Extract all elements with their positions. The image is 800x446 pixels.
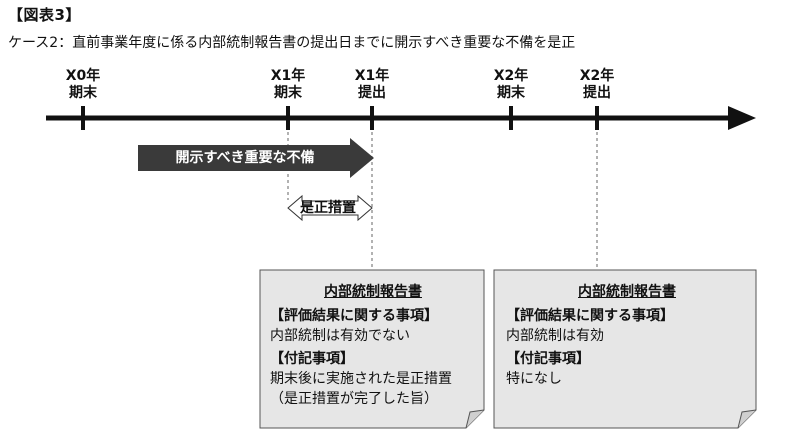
report-box-1-fold bbox=[465, 409, 485, 429]
timeline-arrowhead bbox=[728, 106, 756, 130]
tick-label-x1-end: X1年 期末 bbox=[271, 68, 306, 102]
notes-section-header: 【付記事項】 bbox=[270, 351, 354, 367]
report-title: 内部統制報告書 bbox=[578, 284, 676, 300]
report-box-2-fold bbox=[737, 409, 757, 429]
deficiency-arrow bbox=[138, 138, 374, 178]
report-1-content: 内部統制報告書 【評価結果に関する事項】 内部統制は有効でない 【付記事項】 期… bbox=[270, 282, 476, 409]
tick-event: 提出 bbox=[582, 85, 611, 101]
tick-label-x2-submit: X2年 提出 bbox=[580, 68, 615, 102]
tick-label-x1-submit: X1年 提出 bbox=[355, 68, 390, 102]
figure-subtitle: ケース2：直前事業年度に係る内部統制報告書の提出日までに開示すべき重要な不備を是… bbox=[8, 35, 576, 51]
figure-title: 【図表3】 bbox=[8, 6, 81, 24]
tick-label-x2-end: X2年 期末 bbox=[494, 68, 529, 102]
remediation-arrow bbox=[287, 194, 373, 222]
tick-label-x0-end: X0年 期末 bbox=[66, 68, 101, 102]
tick-x2-end bbox=[509, 106, 513, 130]
tick-x2-submit bbox=[595, 106, 599, 130]
tick-year: X2年 bbox=[579, 68, 615, 84]
tick-event: 期末 bbox=[496, 85, 525, 101]
tick-event: 期末 bbox=[273, 85, 302, 101]
tick-x1-end bbox=[286, 106, 290, 130]
report-2-content: 内部統制報告書 【評価結果に関する事項】 内部統制は有効 【付記事項】 特になし bbox=[506, 282, 748, 389]
remediation-arrow-label: 是正措置 bbox=[300, 200, 356, 216]
tick-year: X1年 bbox=[354, 68, 390, 84]
notes-section-header: 【付記事項】 bbox=[506, 351, 590, 367]
notes-line: 特になし bbox=[506, 371, 562, 387]
tick-x0-end bbox=[81, 106, 85, 130]
eval-result-text: 内部統制は有効 bbox=[506, 328, 604, 344]
notes-line: 期末後に実施された是正措置 bbox=[270, 371, 452, 387]
tick-year: X2年 bbox=[493, 68, 529, 84]
eval-result-text: 内部統制は有効でない bbox=[270, 328, 410, 344]
eval-section-header: 【評価結果に関する事項】 bbox=[506, 308, 674, 324]
report-title: 内部統制報告書 bbox=[324, 284, 422, 300]
notes-line: （是正措置が完了した旨） bbox=[270, 391, 438, 407]
tick-x1-submit bbox=[370, 106, 374, 130]
tick-event: 期末 bbox=[68, 85, 97, 101]
eval-section-header: 【評価結果に関する事項】 bbox=[270, 308, 438, 324]
tick-event: 提出 bbox=[357, 85, 386, 101]
tick-year: X1年 bbox=[270, 68, 306, 84]
tick-year: X0年 bbox=[65, 68, 101, 84]
deficiency-arrow-label: 開示すべき重要な不備 bbox=[175, 150, 315, 166]
